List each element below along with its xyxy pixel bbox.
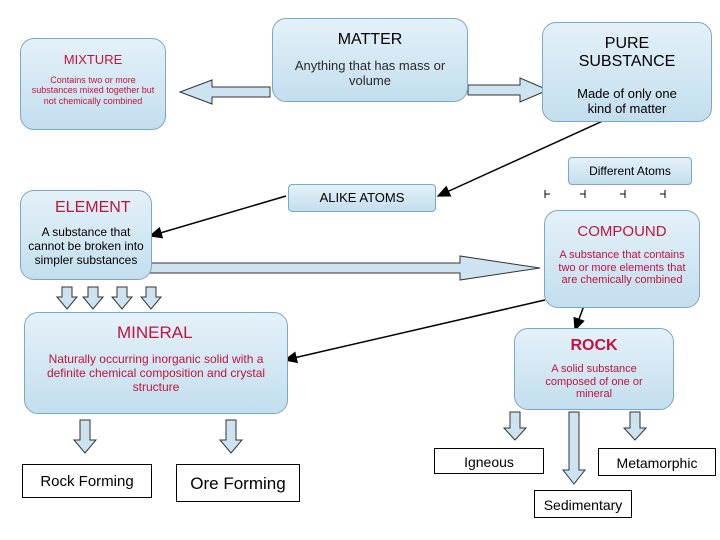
arrow-alike-to-element	[148, 195, 287, 239]
different-atoms-box: Different Atoms	[568, 157, 692, 185]
alike-atoms-box: ALIKE ATOMS	[288, 184, 436, 212]
rock-title: ROCK	[570, 337, 618, 354]
matter-title: MATTER	[337, 31, 403, 48]
matter-desc: Anything that has mass or volume	[294, 58, 446, 88]
mineral-down-arrows	[72, 419, 244, 454]
bracket-marks	[544, 190, 666, 198]
compound-title: COMPOUND	[577, 223, 667, 240]
matter-box: MATTER Anything that has mass or volume	[272, 18, 468, 102]
rock-down-arrows	[502, 411, 648, 485]
alike-atoms-label: ALIKE ATOMS	[319, 190, 405, 205]
metamorphic-label: Metamorphic	[616, 455, 698, 471]
arrow-compound-to-mineral	[283, 299, 546, 364]
mixture-box: MIXTURE Contains two or more substances …	[20, 38, 166, 130]
rock-forming-box: Rock Forming	[22, 464, 152, 498]
pure-substance-box: PURE SUBSTANCE Made of only one kind of …	[542, 22, 712, 122]
mineral-box: MINERAL Naturally occurring inorganic so…	[24, 312, 288, 414]
rock-desc: A solid substance composed of one or min…	[545, 363, 643, 401]
igneous-box: Igneous	[434, 448, 544, 474]
sedimentary-label: Sedimentary	[543, 497, 623, 513]
ore-forming-box: Ore Forming	[176, 464, 300, 502]
element-box: ELEMENT A substance that cannot be broke…	[20, 190, 152, 280]
arrow-matter-to-pure	[467, 77, 550, 103]
element-to-mineral-arrows	[55, 286, 163, 310]
mineral-desc: Naturally occurring inorganic solid with…	[46, 352, 266, 394]
element-desc: A substance that cannot be broken into s…	[28, 225, 144, 267]
arrow-matter-to-mixture	[178, 79, 271, 105]
rock-forming-label: Rock Forming	[40, 473, 134, 490]
rock-box: ROCK A solid substance composed of one o…	[514, 328, 674, 410]
metamorphic-box: Metamorphic	[598, 448, 716, 476]
igneous-label: Igneous	[464, 454, 514, 470]
pure-substance-title: PURE SUBSTANCE	[578, 35, 676, 71]
ore-forming-label: Ore Forming	[190, 474, 286, 493]
compound-box: COMPOUND A substance that contains two o…	[544, 210, 700, 308]
arrow-element-to-compound	[149, 255, 541, 281]
arrow-pure-to-alike	[436, 119, 606, 197]
mixture-title: MIXTURE	[63, 52, 123, 67]
element-title: ELEMENT	[55, 199, 131, 216]
different-atoms-label: Different Atoms	[589, 164, 671, 178]
mineral-title: MINERAL	[117, 323, 193, 342]
compound-desc: A substance that contains two or more el…	[558, 249, 686, 287]
sedimentary-box: Sedimentary	[534, 490, 632, 518]
pure-substance-desc: Made of only one kind of matter	[577, 86, 677, 116]
mixture-desc: Contains two or more substances mixed to…	[31, 75, 155, 106]
